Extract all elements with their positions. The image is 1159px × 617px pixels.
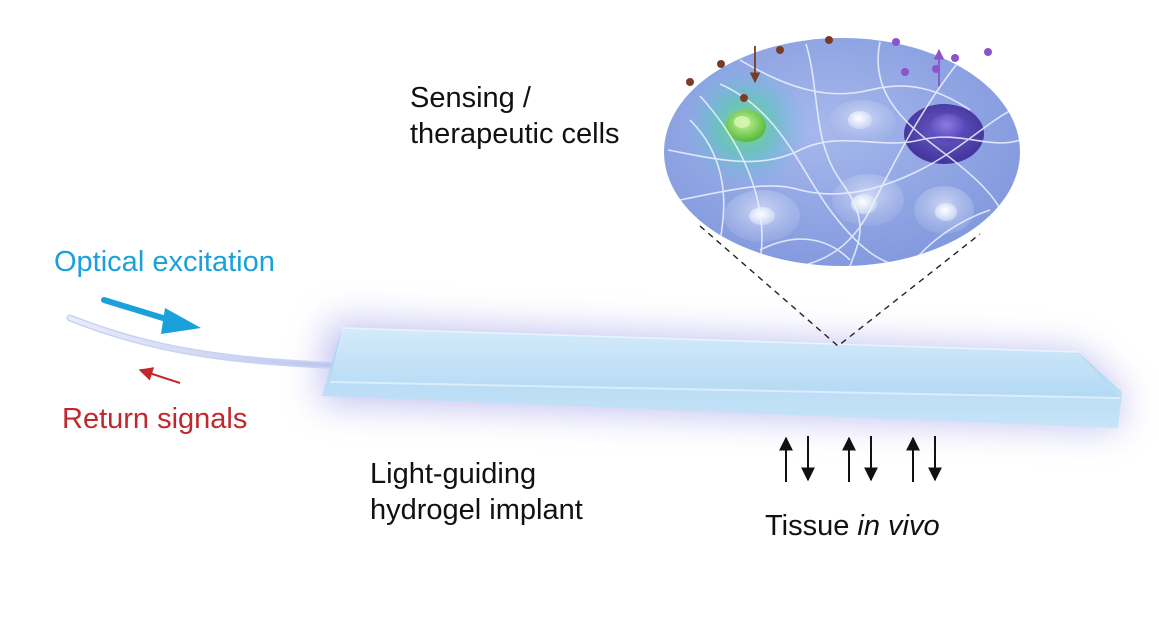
- pale-cell: [828, 100, 896, 144]
- implant-label: Light-guiding hydrogel implant: [370, 456, 583, 528]
- cell-bubble: [664, 38, 1020, 266]
- sensing-cells-line-1: Sensing /: [410, 82, 531, 114]
- tissue-label: Tissue in vivo: [765, 508, 940, 544]
- pale-cell: [724, 190, 800, 242]
- sensing-cells-label: Sensing / therapeutic cells: [410, 80, 620, 152]
- secreted-dots: [892, 38, 992, 76]
- sensing-cells-line-2: therapeutic cells: [410, 118, 620, 150]
- implant-line-1: Light-guiding: [370, 458, 537, 490]
- optical-excitation-label: Optical excitation: [54, 246, 275, 278]
- pale-cell: [832, 174, 904, 226]
- arrow-right-icon: [101, 297, 201, 334]
- polymer-network: [667, 41, 1020, 266]
- pale-cell: [914, 186, 974, 234]
- optical-fiber: [66, 314, 352, 370]
- return-signals-label: Return signals: [62, 403, 248, 435]
- analyte-dots: [686, 36, 833, 102]
- arrow-left-icon: [138, 367, 181, 384]
- implant-line-2: hydrogel implant: [370, 494, 583, 526]
- tissue-label-in-vivo: in vivo: [857, 510, 940, 542]
- hydrogel-implant: [322, 327, 1122, 428]
- up-down-arrows-icon: [779, 436, 942, 482]
- purple-therapeutic-cell: [904, 104, 984, 164]
- tissue-label-prefix: Tissue: [765, 510, 858, 542]
- zoom-lines: [699, 225, 981, 347]
- green-sensing-cell: [726, 110, 766, 142]
